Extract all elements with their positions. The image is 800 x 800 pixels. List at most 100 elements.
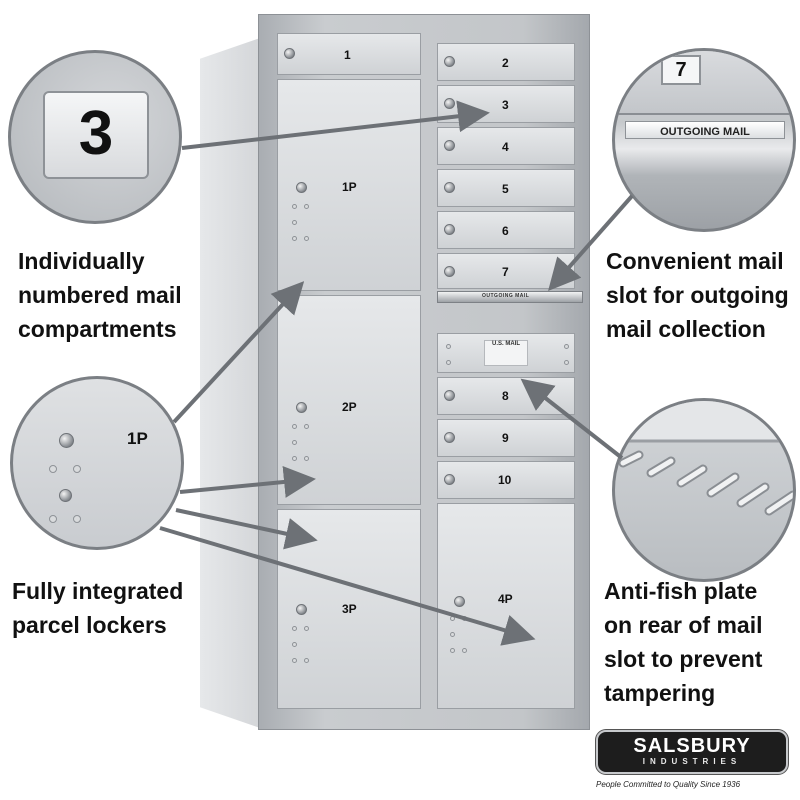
caption-outgoing: Convenient mail slot for outgoing mail c… xyxy=(606,244,789,346)
lock-icon xyxy=(296,604,307,615)
rivet xyxy=(292,220,297,225)
caption-antifish: Anti-fish plate on rear of mail slot to … xyxy=(604,574,762,710)
compartment-door-2: 2 xyxy=(437,43,575,81)
salsbury-logo: SALSBURY INDUSTRIES xyxy=(596,730,788,774)
arrow-outgoing xyxy=(548,194,634,291)
zoom-number: 3 xyxy=(78,99,114,168)
lock-icon xyxy=(444,390,455,401)
zoom-circle-outgoing: 7 OUTGOING MAIL xyxy=(612,48,796,232)
compartment-number: 7 xyxy=(502,265,509,279)
mailbox-cabinet: 1 1P 2P 3P 2 3 4 xyxy=(258,14,590,730)
compartment-number: 9 xyxy=(502,431,509,445)
arrow-parcel-3p xyxy=(175,508,318,550)
rivet xyxy=(49,465,57,473)
lock-icon xyxy=(444,224,455,235)
zoom-number-plate: 3 xyxy=(43,91,149,179)
compartment-number: 4 xyxy=(502,140,509,154)
rivet xyxy=(564,344,569,349)
compartment-door-1: 1 xyxy=(277,33,421,75)
caption-line: mail collection xyxy=(606,316,766,342)
rivet xyxy=(304,456,309,461)
lock-icon xyxy=(444,432,455,443)
lock-icon xyxy=(444,56,455,67)
caption-line: Convenient mail xyxy=(606,248,784,274)
lock-icon xyxy=(444,474,455,485)
compartment-number: 3 xyxy=(502,98,509,112)
parcel-locker-label: 3P xyxy=(342,602,357,616)
rivet xyxy=(292,456,297,461)
caption-line: slot for outgoing xyxy=(606,282,789,308)
caption-line: numbered mail xyxy=(18,282,182,308)
caption-line: Individually xyxy=(18,248,145,274)
caption-line: tampering xyxy=(604,680,716,706)
zoom-number: 7 xyxy=(675,59,687,81)
compartment-number: 1 xyxy=(344,48,351,62)
rivet xyxy=(450,648,455,653)
outgoing-mail-slot: OUTGOING MAIL xyxy=(437,291,583,303)
zoom-outgoing-plate: OUTGOING MAIL xyxy=(625,121,785,139)
rivet xyxy=(49,515,57,523)
rivet xyxy=(292,642,297,647)
rivet xyxy=(292,658,297,663)
rivet xyxy=(304,424,309,429)
rivet xyxy=(292,204,297,209)
caption-numbered: Individually numbered mail compartments xyxy=(18,244,182,346)
compartment-door-10: 10 xyxy=(437,461,575,499)
lock-icon xyxy=(444,98,455,109)
rivet xyxy=(73,515,81,523)
compartment-door-4: 4 xyxy=(437,127,575,165)
zoom-parcel-label: 1P xyxy=(127,429,148,448)
zoom-circle-antifish xyxy=(612,398,796,582)
compartment-number: 10 xyxy=(498,473,512,487)
logo-wordmark: SALSBURY xyxy=(633,735,751,757)
rivet xyxy=(292,236,297,241)
compartment-door-5: 5 xyxy=(437,169,575,207)
outgoing-slot-label: OUTGOING MAIL xyxy=(482,293,530,299)
anti-fish-plate-graphic xyxy=(615,401,793,516)
zoom-number-plate: 7 xyxy=(661,55,701,85)
rivet xyxy=(304,658,309,663)
lock-icon xyxy=(284,48,295,59)
parcel-locker-1p: 1P xyxy=(277,79,421,291)
brand-tagline: People Committed to Quality Since 1936 xyxy=(596,780,741,789)
compartment-number: 5 xyxy=(502,182,509,196)
rivet xyxy=(292,424,297,429)
arrow-antifish xyxy=(520,378,624,460)
caption-line: parcel lockers xyxy=(12,612,167,638)
lock-icon xyxy=(444,182,455,193)
compartment-door-9: 9 xyxy=(437,419,575,457)
zoom-circle-parcel: 1P xyxy=(10,376,184,550)
lock-icon xyxy=(59,489,72,502)
usmail-plate-label: U.S. MAIL xyxy=(492,341,520,347)
arrow-parcel-1p xyxy=(172,281,305,424)
usmail-panel: U.S. MAIL xyxy=(437,333,575,373)
zoom-outgoing-label: OUTGOING MAIL xyxy=(660,126,750,138)
rivet xyxy=(304,626,309,631)
lock-icon xyxy=(444,140,455,151)
usmail-plate: U.S. MAIL xyxy=(484,340,528,366)
parcel-locker-label: 2P xyxy=(342,400,357,414)
caption-line: on rear of mail xyxy=(604,612,763,638)
zoom-circle-numbered: 3 xyxy=(8,50,182,224)
arrow-numbered xyxy=(181,100,490,150)
rivet xyxy=(450,632,455,637)
rivet xyxy=(564,360,569,365)
caption-parcel: Fully integrated parcel lockers xyxy=(12,574,183,642)
rivet xyxy=(446,344,451,349)
lock-icon xyxy=(59,433,74,448)
rivet xyxy=(292,440,297,445)
logo-subtitle: INDUSTRIES xyxy=(642,757,742,766)
rivet xyxy=(73,465,81,473)
caption-line: Fully integrated xyxy=(12,578,184,604)
lock-icon xyxy=(296,182,307,193)
lock-icon xyxy=(454,596,465,607)
compartment-number: 8 xyxy=(502,389,509,403)
caption-line: slot to prevent xyxy=(604,646,763,672)
caption-line: compartments xyxy=(18,316,177,342)
rivet xyxy=(462,648,467,653)
arrow-parcel-2p xyxy=(179,466,316,498)
compartment-number: 2 xyxy=(502,56,509,70)
arrow-parcel-4p xyxy=(159,526,536,646)
rivet xyxy=(304,204,309,209)
